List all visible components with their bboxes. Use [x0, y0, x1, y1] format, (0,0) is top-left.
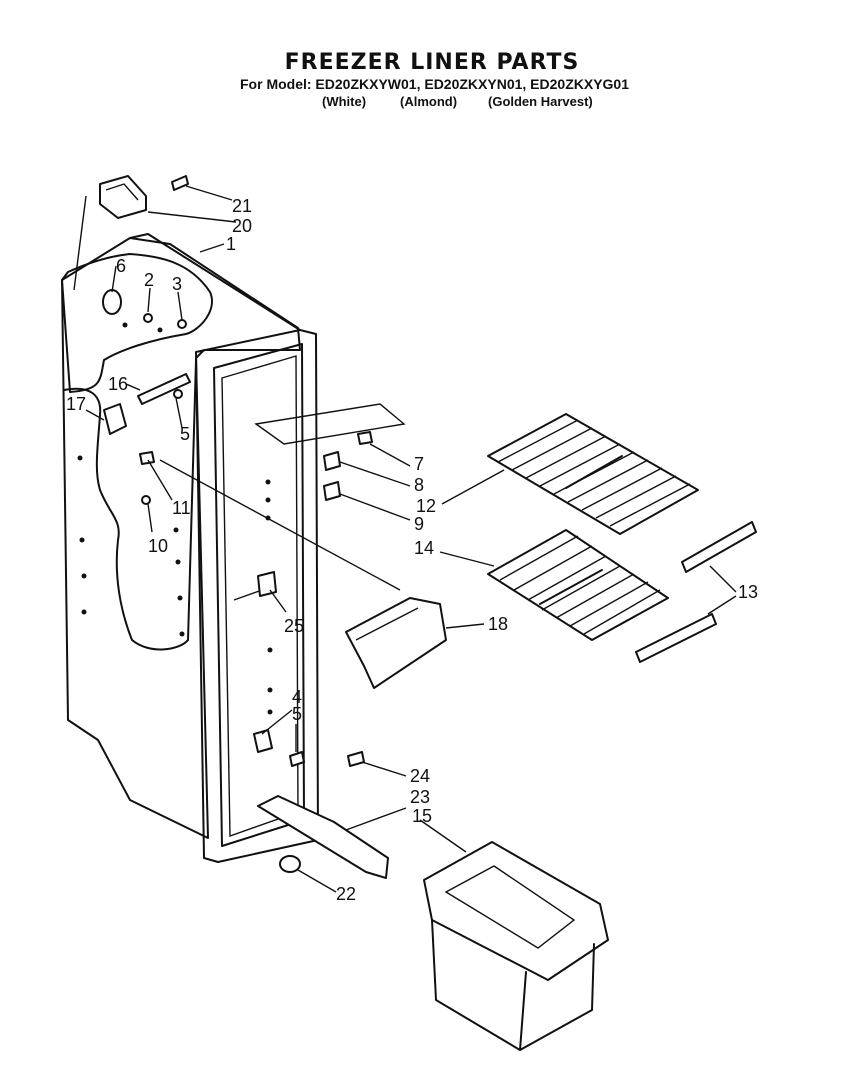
callout-2: 2: [144, 270, 154, 290]
part-11-screw: [139, 451, 155, 465]
part-24-screw: [347, 751, 365, 767]
part-14-wire-shelf: [487, 529, 669, 641]
variant-golden: (Golden Harvest): [488, 94, 593, 109]
part-4-bracket: [253, 729, 273, 753]
part-8-clip: [323, 451, 341, 471]
part-22-cap: [279, 855, 301, 873]
callout-21: 21: [232, 196, 252, 216]
callout-22: 22: [336, 884, 356, 904]
part-7-clip: [357, 431, 373, 445]
part-20-bracket: [99, 175, 147, 219]
callout-4: 4: [292, 687, 302, 707]
callout-10: 10: [148, 536, 168, 556]
callout-25: 25: [284, 616, 304, 636]
callout-labels: 21 20 1 6 2 3 16 17 5 11 10 25 4 5 7 8 9…: [66, 196, 758, 904]
variant-white: (White): [322, 94, 367, 109]
leader-lines: [73, 185, 737, 893]
callout-17: 17: [66, 394, 86, 414]
part-13-shelf-rails: [635, 521, 757, 663]
part-5b-screw: [289, 751, 305, 767]
part-16-bracket: [137, 373, 191, 405]
callout-8: 8: [414, 475, 424, 495]
callout-3: 3: [172, 274, 182, 294]
part-15-bin: [423, 841, 609, 1051]
callout-5a: 5: [180, 424, 190, 444]
part-25-switch: [257, 571, 277, 597]
part-5-screw: [173, 389, 183, 399]
model-line: For Model: ED20ZKXYW01, ED20ZKXYN01, ED2…: [240, 76, 629, 92]
callout-12: 12: [416, 496, 436, 516]
callout-18: 18: [488, 614, 508, 634]
part-2-screw: [143, 313, 153, 323]
variant-almond: (Almond): [400, 94, 458, 109]
part-17-clip: [103, 403, 127, 435]
callout-23: 23: [410, 787, 430, 807]
freezer-liner: [61, 233, 401, 863]
callout-5b: 5: [292, 704, 302, 724]
part-18-bracket: [345, 597, 447, 689]
callout-15: 15: [412, 806, 432, 826]
callout-13: 13: [738, 582, 758, 602]
callout-16: 16: [108, 374, 128, 394]
callout-6: 6: [116, 256, 126, 276]
callout-14: 14: [414, 538, 434, 558]
part-9-clip: [323, 481, 341, 501]
part-21-screw: [171, 175, 189, 191]
part-12-wire-shelf: [487, 413, 699, 535]
callout-7: 7: [414, 454, 424, 474]
part-3-screw: [177, 319, 187, 329]
callout-1: 1: [226, 234, 236, 254]
part-23-rail: [257, 795, 389, 879]
label-card: [254, 403, 406, 445]
diagram-title: FREEZER LINER PARTS: [284, 50, 580, 75]
liner-holes: [77, 322, 273, 715]
part-10-screw: [141, 495, 151, 505]
callout-24: 24: [410, 766, 430, 786]
callout-20: 20: [232, 216, 252, 236]
part-6-plug: [102, 289, 122, 315]
callout-11: 11: [172, 498, 191, 518]
callout-9: 9: [414, 514, 424, 534]
